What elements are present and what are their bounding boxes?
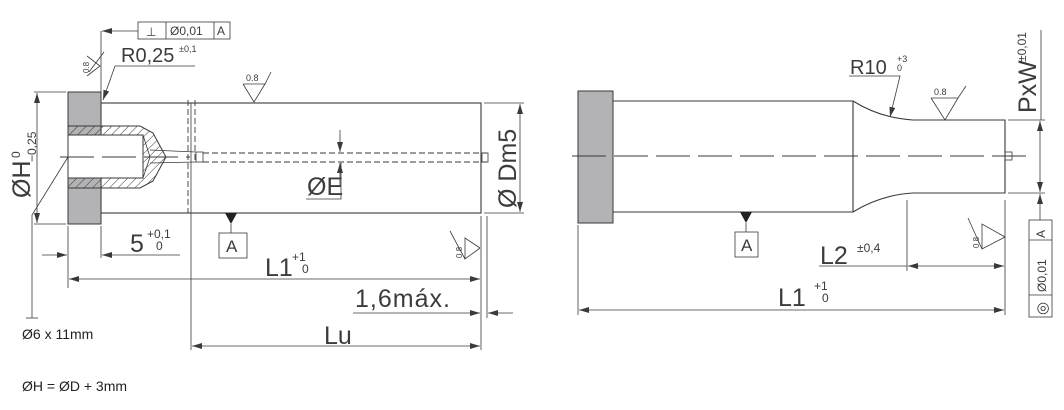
svg-text:+1: +1 (292, 250, 306, 264)
svg-text:+3: +3 (897, 54, 907, 64)
svg-text:A: A (1034, 230, 1048, 238)
svg-text:R10: R10 (850, 57, 887, 79)
head-thickness-label: 5 +0,1 0 (130, 227, 171, 258)
svg-text:0.8: 0.8 (455, 246, 464, 258)
tip-length-label: L2 ±0,4 (820, 241, 881, 270)
max-note: 1,6máx. (355, 285, 451, 313)
bore (67, 134, 144, 179)
svg-text:+1: +1 (814, 279, 828, 293)
datum-a-left: A (218, 213, 248, 259)
head-diameter-label: ØH 0 −0,25 (8, 131, 39, 198)
svg-text:0: 0 (156, 239, 163, 253)
pin-head (577, 90, 614, 224)
radius-label: R0,25 (121, 45, 174, 67)
formula-note: ØH = ØD + 3mm (22, 378, 127, 394)
svg-text:5: 5 (130, 230, 144, 258)
svg-text:A: A (741, 236, 753, 255)
svg-text:0: 0 (9, 151, 23, 158)
svg-text:±0,1: ±0,1 (179, 44, 196, 54)
svg-text:−0,25: −0,25 (25, 131, 39, 162)
svg-text:±0,4: ±0,4 (857, 241, 881, 255)
svg-text:Ø0,01: Ø0,01 (1035, 259, 1049, 292)
radius-label-right: R10 +3 0 (850, 54, 907, 79)
svg-text:L1: L1 (265, 254, 293, 282)
usable-length-label: Lu (324, 322, 352, 350)
svg-text:0: 0 (822, 291, 829, 305)
surface-finish-head: 0.8 (82, 51, 105, 77)
svg-text:Ø0,01: Ø0,01 (170, 24, 203, 38)
svg-text:⊥: ⊥ (146, 25, 156, 39)
svg-text:0: 0 (302, 262, 309, 276)
svg-text:0.8: 0.8 (246, 73, 259, 83)
shaft-diameter-label: Ø Dm5 (494, 129, 522, 208)
surface-finish-top: 0.8 (242, 71, 272, 103)
concentricity-frame: A Ø0,01 ◎ (1028, 219, 1053, 318)
total-length-label-right: L1 +1 0 (778, 279, 829, 312)
datum-a-right: A (734, 212, 759, 258)
hole-note: Ø6 x 11mm (22, 326, 93, 342)
total-length-label-left: L1 +1 0 (265, 250, 309, 282)
svg-text:A: A (217, 24, 225, 38)
section-label: PxW ±0,01 (1014, 32, 1042, 113)
svg-text:0: 0 (897, 63, 902, 73)
svg-text:+0,1: +0,1 (147, 227, 171, 241)
surface-finish-end: 0.8 (449, 230, 481, 260)
left-view: ⊥ Ø0,01 A R0,25 ±0,1 0.8 0.8 0.8 ØE (8, 21, 524, 350)
svg-text:0.8: 0.8 (82, 61, 91, 73)
svg-text:±0,01: ±0,01 (1015, 32, 1029, 62)
svg-text:L2: L2 (820, 242, 848, 270)
right-view: R10 +3 0 0.8 0.8 PxW ±0,01 A (572, 30, 1053, 318)
svg-text:PxW: PxW (1014, 60, 1042, 113)
surface-finish-tip-end: 0.8 (967, 217, 1006, 250)
svg-text:◎: ◎ (1034, 302, 1051, 315)
svg-text:0.8: 0.8 (972, 236, 981, 248)
perpendicularity-frame: ⊥ Ø0,01 A (137, 21, 231, 40)
svg-text:0.8: 0.8 (934, 87, 947, 97)
svg-text:ØH: ØH (8, 161, 36, 199)
svg-text:A: A (226, 237, 238, 256)
ejector-diameter-label: ØE (307, 173, 343, 201)
surface-finish-tip: 0.8 (930, 85, 967, 121)
svg-text:L1: L1 (778, 284, 806, 312)
